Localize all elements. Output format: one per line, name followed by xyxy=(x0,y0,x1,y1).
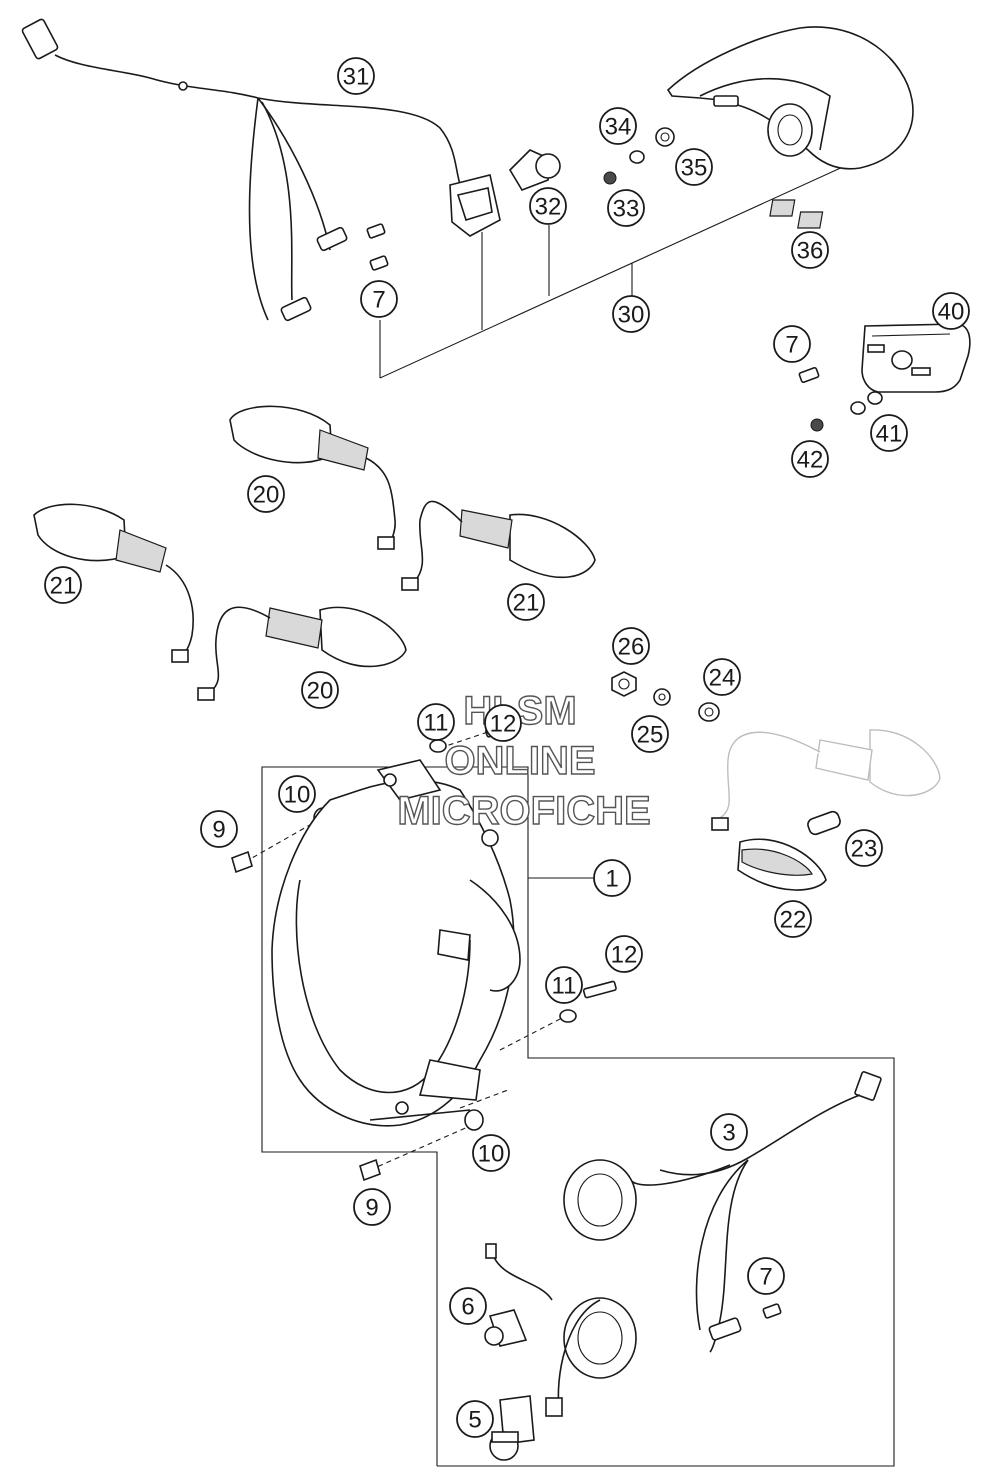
callout-25[interactable]: 25 xyxy=(631,715,669,753)
callout-6[interactable]: 6 xyxy=(449,1287,487,1325)
callout-20-lower[interactable]: 20 xyxy=(301,671,339,709)
svg-text:11: 11 xyxy=(424,710,449,737)
callout-12-lower[interactable]: 12 xyxy=(605,935,643,973)
callout-30[interactable]: 30 xyxy=(612,295,650,333)
callout-5[interactable]: 5 xyxy=(456,1400,494,1438)
svg-text:11: 11 xyxy=(552,973,577,1000)
svg-text:21: 21 xyxy=(50,573,77,600)
svg-text:6: 6 xyxy=(461,1294,474,1321)
svg-text:5: 5 xyxy=(468,1407,481,1434)
callout-10-upper[interactable]: 10 xyxy=(278,775,316,813)
callout-33[interactable]: 33 xyxy=(607,189,645,227)
svg-text:23: 23 xyxy=(851,836,878,863)
watermark-line-3: MICROFICHE xyxy=(397,789,650,833)
svg-text:7: 7 xyxy=(759,1264,772,1291)
tail-light-housing xyxy=(666,26,914,170)
fasteners-24-26 xyxy=(611,671,720,722)
bulb-5 xyxy=(489,1395,535,1461)
callout-24[interactable]: 24 xyxy=(703,658,741,696)
callout-9-upper[interactable]: 9 xyxy=(200,810,238,848)
svg-text:25: 25 xyxy=(637,722,664,749)
callout-7-right[interactable]: 7 xyxy=(773,325,811,363)
svg-text:34: 34 xyxy=(605,114,632,141)
svg-text:35: 35 xyxy=(681,155,708,182)
svg-text:3: 3 xyxy=(722,1120,735,1147)
svg-text:24: 24 xyxy=(709,665,736,692)
callout-32[interactable]: 32 xyxy=(529,187,567,225)
callout-41[interactable]: 41 xyxy=(870,414,908,452)
callout-34[interactable]: 34 xyxy=(599,107,637,145)
callout-21-left[interactable]: 21 xyxy=(44,566,82,604)
svg-text:33: 33 xyxy=(613,196,640,223)
svg-text:7: 7 xyxy=(372,287,385,314)
fasteners-33-35 xyxy=(603,127,675,185)
callout-11-lower[interactable]: 11 xyxy=(545,966,583,1004)
callout-36[interactable]: 36 xyxy=(791,231,829,269)
svg-text:32: 32 xyxy=(535,194,562,221)
bulb-23 xyxy=(807,810,841,836)
bulb-32 xyxy=(508,149,561,191)
svg-text:21: 21 xyxy=(513,590,540,617)
callout-40[interactable]: 40 xyxy=(932,292,970,330)
headlight-wiring-harness xyxy=(545,1071,882,1417)
pads-36 xyxy=(769,199,824,229)
headlight-assembly xyxy=(271,759,521,1127)
svg-text:12: 12 xyxy=(611,942,638,969)
svg-text:20: 20 xyxy=(253,482,280,509)
turn-signal-20-lower xyxy=(197,606,407,701)
callout-12-upper[interactable]: 12 xyxy=(484,704,522,742)
turn-signal-ghost xyxy=(711,729,941,831)
tail-light-wiring-harness xyxy=(21,18,501,322)
callout-26[interactable]: 26 xyxy=(612,627,650,665)
small-parts-7-41-42 xyxy=(798,366,883,432)
callout-1[interactable]: 1 xyxy=(593,859,631,897)
svg-text:1: 1 xyxy=(605,866,618,893)
turn-signal-lens-22 xyxy=(737,838,827,891)
turn-signal-20-upper xyxy=(229,405,396,550)
svg-text:42: 42 xyxy=(797,447,824,474)
turn-signal-21-left xyxy=(33,503,194,663)
callout-20-upper[interactable]: 20 xyxy=(247,475,285,513)
svg-text:10: 10 xyxy=(284,782,311,809)
callout-9-lower[interactable]: 9 xyxy=(353,1188,391,1226)
svg-text:20: 20 xyxy=(307,678,334,705)
watermark-line-2: ONLINE xyxy=(444,739,595,783)
callout-7-lower[interactable]: 7 xyxy=(747,1257,785,1295)
svg-text:31: 31 xyxy=(343,64,370,91)
callout-31[interactable]: 31 xyxy=(337,57,375,95)
callouts: 31 34 35 33 32 36 7 30 40 7 41 42 20 21 … xyxy=(44,57,970,1438)
callout-21-right[interactable]: 21 xyxy=(507,583,545,621)
svg-text:9: 9 xyxy=(212,817,225,844)
watermark: HLSM ONLINE MICROFICHE xyxy=(397,688,652,833)
callout-23[interactable]: 23 xyxy=(845,829,883,867)
svg-text:12: 12 xyxy=(490,711,517,738)
callout-35[interactable]: 35 xyxy=(675,148,713,186)
callout-11-upper[interactable]: 11 xyxy=(417,703,455,741)
svg-text:30: 30 xyxy=(618,302,645,329)
bulb-6 xyxy=(484,1243,553,1347)
callout-22[interactable]: 22 xyxy=(774,900,812,938)
callout-7-top[interactable]: 7 xyxy=(360,280,398,318)
svg-text:41: 41 xyxy=(876,421,903,448)
svg-text:9: 9 xyxy=(365,1195,378,1222)
callout-10-lower[interactable]: 10 xyxy=(472,1134,510,1172)
bulb-7-top xyxy=(366,223,389,271)
svg-text:10: 10 xyxy=(478,1141,505,1168)
callout-42[interactable]: 42 xyxy=(791,440,829,478)
leader-lines xyxy=(244,149,895,1467)
svg-text:22: 22 xyxy=(780,907,807,934)
callout-3[interactable]: 3 xyxy=(710,1113,748,1151)
svg-text:26: 26 xyxy=(618,634,645,661)
svg-text:36: 36 xyxy=(797,238,824,265)
svg-text:40: 40 xyxy=(938,299,965,326)
svg-text:7: 7 xyxy=(785,332,798,359)
watermark-line-1: HLSM xyxy=(463,689,576,733)
turn-signal-21-upper-right xyxy=(401,500,596,591)
reflector-40 xyxy=(861,323,971,393)
